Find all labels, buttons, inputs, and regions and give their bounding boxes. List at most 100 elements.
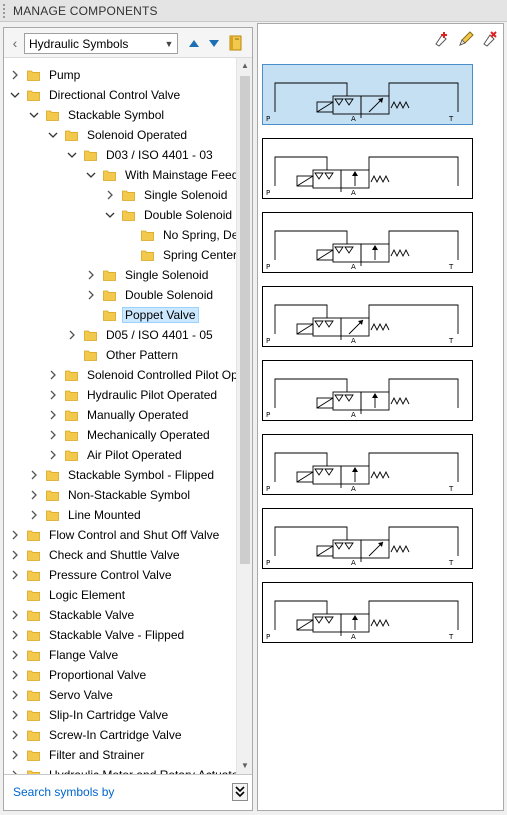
folder-icon (27, 670, 40, 681)
drag-grip-icon[interactable] (3, 3, 9, 18)
tree-item[interactable]: Non-Stackable Symbol (28, 485, 193, 505)
tree-item[interactable]: Spring Centere (123, 245, 247, 265)
tree-item[interactable]: Poppet Valve (85, 305, 199, 325)
tree-item[interactable]: Pump (9, 65, 83, 85)
chevron-right-icon[interactable] (9, 769, 21, 774)
chevron-right-icon[interactable] (9, 629, 21, 641)
tree-item[interactable]: Mechanically Operated (47, 425, 213, 445)
library-select-value: Hydraulic Symbols (29, 36, 129, 51)
chevron-right-icon[interactable] (9, 749, 21, 761)
folder-icon (103, 170, 116, 181)
move-down-button[interactable] (206, 35, 222, 51)
chevron-down-icon[interactable] (47, 129, 59, 141)
tree-item[interactable]: Double Solenoid (85, 285, 216, 305)
tree-item[interactable]: Proportional Valve (9, 665, 149, 685)
tree-item[interactable]: Single Solenoid (104, 185, 230, 205)
tree-item[interactable]: Stackable Valve - Flipped (9, 625, 187, 645)
tree-item-label: Pump (49, 68, 81, 82)
edit-symbol-icon[interactable] (457, 30, 475, 48)
tree-item[interactable]: Stackable Symbol - Flipped (28, 465, 217, 485)
chevron-down-icon[interactable] (9, 89, 21, 101)
back-arrow-icon[interactable]: ‹ (12, 35, 18, 51)
chevron-right-icon[interactable] (47, 389, 59, 401)
port-label: P (266, 633, 271, 641)
tree-item[interactable]: Single Solenoid (85, 265, 211, 285)
tree-item[interactable]: Check and Shuttle Valve (9, 545, 183, 565)
chevron-right-icon[interactable] (104, 189, 116, 201)
chevron-right-icon[interactable] (28, 489, 40, 501)
scroll-up-icon[interactable]: ▲ (241, 61, 249, 70)
port-label: A (351, 485, 356, 493)
chevron-right-icon[interactable] (9, 649, 21, 661)
chevron-right-icon[interactable] (9, 569, 21, 581)
chevron-down-icon[interactable] (104, 209, 116, 221)
chevron-right-icon[interactable] (28, 469, 40, 481)
tree-item[interactable]: With Mainstage Feedl (85, 165, 244, 185)
tree-item[interactable]: Air Pilot Operated (47, 445, 185, 465)
chevron-down-icon[interactable] (85, 169, 97, 181)
tree-item[interactable]: Stackable Valve (9, 605, 137, 625)
tree-item[interactable]: Logic Element (9, 585, 128, 605)
tree-item[interactable]: Hydraulic Pilot Operated (47, 385, 220, 405)
scrollbar-thumb[interactable] (240, 76, 250, 564)
chevron-right-icon[interactable] (66, 329, 78, 341)
chevron-right-icon[interactable] (85, 289, 97, 301)
move-up-button[interactable] (186, 35, 202, 51)
chevron-down-icon[interactable] (66, 149, 78, 161)
delete-symbol-icon[interactable] (481, 30, 499, 48)
tree-item[interactable]: Servo Valve (9, 685, 116, 705)
chevron-right-icon[interactable] (9, 609, 21, 621)
tree-item[interactable]: Screw-In Cartridge Valve (9, 725, 185, 745)
chevron-right-icon[interactable] (9, 69, 21, 81)
chevron-right-icon[interactable] (9, 549, 21, 561)
chevron-right-icon[interactable] (47, 429, 59, 441)
chevron-right-icon[interactable] (9, 529, 21, 541)
tree-item[interactable]: Filter and Strainer (9, 745, 147, 765)
chevron-down-icon[interactable] (28, 109, 40, 121)
tree-item[interactable]: D03 / ISO 4401 - 03 (66, 145, 216, 165)
scroll-down-icon[interactable]: ▼ (241, 761, 249, 770)
chevron-right-icon[interactable] (47, 449, 59, 461)
chevron-right-icon[interactable] (9, 669, 21, 681)
chevron-right-icon[interactable] (47, 369, 59, 381)
tree-item[interactable]: Slip-In Cartridge Valve (9, 705, 171, 725)
tree-item[interactable]: D05 / ISO 4401 - 05 (66, 325, 216, 345)
tree-item[interactable]: Solenoid Operated (47, 125, 190, 145)
tree-scrollbar[interactable]: ▲ ▼ (236, 58, 252, 774)
tree-item[interactable]: Manually Operated (47, 405, 191, 425)
chevron-right-icon[interactable] (9, 689, 21, 701)
tree-item[interactable]: Pressure Control Valve (9, 565, 175, 585)
add-symbol-icon[interactable] (433, 30, 451, 48)
tree-item-label: Stackable Symbol - Flipped (68, 468, 215, 482)
expand-search-button[interactable] (232, 783, 248, 801)
chevron-right-icon[interactable] (28, 509, 40, 521)
tree-item[interactable]: Line Mounted (28, 505, 144, 525)
tree-item[interactable]: No Spring, Det (123, 225, 245, 245)
chevron-right-icon[interactable] (9, 729, 21, 741)
tree-item[interactable]: Flange Valve (9, 645, 121, 665)
tree-item[interactable]: Flow Control and Shut Off Valve (9, 525, 222, 545)
tree-item-label: Other Pattern (106, 348, 179, 362)
tree-item[interactable]: Hydraulic Motor and Rotary Actuato (9, 765, 241, 774)
tree-item[interactable]: Directional Control Valve (9, 85, 183, 105)
chevron-right-icon[interactable] (85, 269, 97, 281)
library-book-button[interactable] (228, 35, 244, 51)
tree-item[interactable]: Solenoid Controlled Pilot Op (47, 365, 241, 385)
tree-item[interactable]: Stackable Symbol (28, 105, 167, 125)
chevron-down-icon[interactable]: ▼ (164, 38, 174, 49)
chevron-right-icon[interactable] (9, 709, 21, 721)
tree-item[interactable]: Double Solenoid (104, 205, 235, 225)
tree-item[interactable]: Other Pattern (66, 345, 181, 365)
library-select[interactable]: Hydraulic Symbols ▼ (24, 33, 178, 54)
search-symbols-link[interactable]: Search symbols by (13, 785, 115, 799)
chevron-right-icon[interactable] (47, 409, 59, 421)
folder-icon (27, 70, 40, 81)
